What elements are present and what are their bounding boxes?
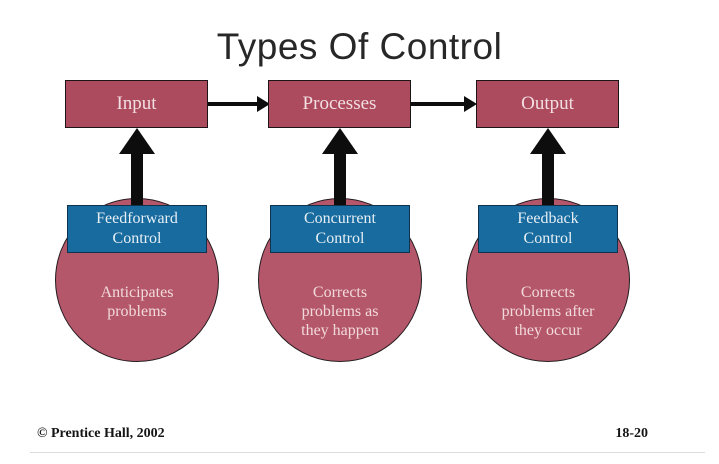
arrow-shaft [542,154,554,205]
arrow-head [119,128,155,154]
arrow-head [530,128,566,154]
stage-box-input: Input [65,80,208,128]
circle-description: Corrects problems after they occur [501,284,595,339]
slide-title: Types Of Control [216,26,503,67]
circle-description: Anticipates problems [100,284,174,320]
arrow-head [257,96,270,112]
arrow-line [411,102,466,106]
flow-arrow-processes-to-output-icon [411,95,477,113]
footer-copyright: © Prentice Hall, 2002 [37,426,165,441]
arrow-shaft [334,154,346,205]
arrow-line [208,102,259,106]
control-column-output: Corrects problems after they occur Feedb… [466,0,630,400]
control-box-feedback: Feedback Control [478,205,618,253]
control-box-feedforward: Feedforward Control [67,205,207,253]
arrow-up-icon [119,128,155,205]
arrow-up-icon [530,128,566,205]
control-column-input: Anticipates problems Feedforward Control… [55,0,219,400]
footer-page-number: 18-20 [615,426,648,441]
arrow-shaft [131,154,143,205]
circle-description: Corrects problems as they happen [301,284,379,339]
arrow-up-icon [322,128,358,205]
footer-divider [30,452,705,453]
control-column-processes: Corrects problems as they happen Concurr… [258,0,422,400]
arrow-head [322,128,358,154]
stage-box-processes: Processes [268,80,411,128]
flow-arrow-input-to-processes-icon [208,95,270,113]
control-box-concurrent: Concurrent Control [270,205,410,253]
stage-box-output: Output [476,80,619,128]
arrow-head [464,96,477,112]
